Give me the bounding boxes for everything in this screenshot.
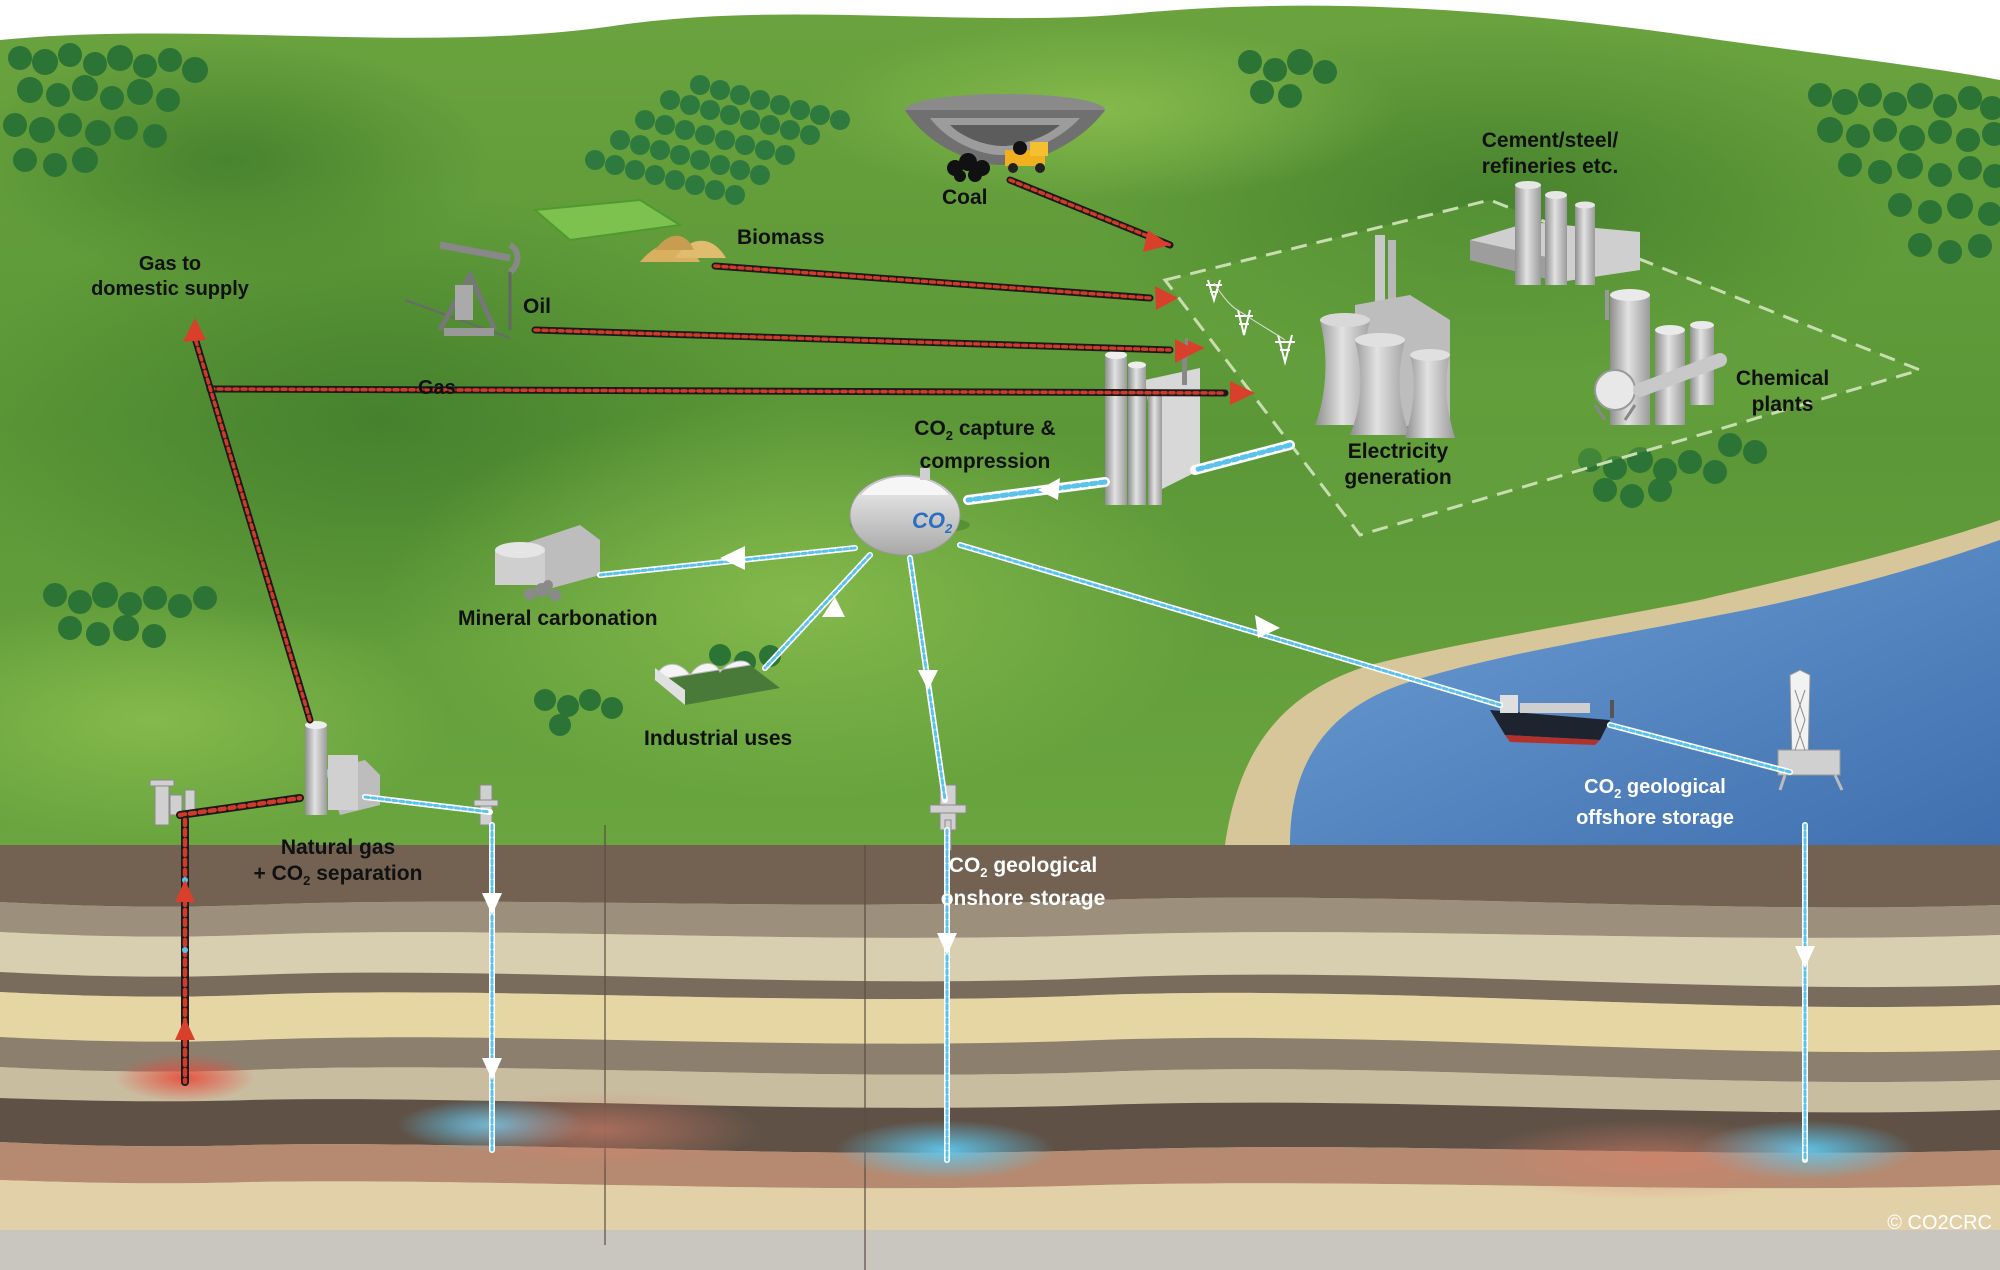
label-gas-to-domestic-line1: Gas to [138, 253, 202, 275]
mining-truck [1005, 141, 1048, 173]
co2-storage-tank [849, 468, 970, 556]
biomass-piles [640, 235, 726, 262]
tank-co2-mark: CO2 [912, 508, 953, 536]
label-cement-steel: Cement/steel/ refineries etc. [1445, 128, 1655, 180]
label-offshore-line2: offshore storage [1576, 807, 1734, 829]
label-industrial-uses: Industrial uses [644, 727, 793, 750]
co2-arrows [482, 478, 1815, 1080]
fossil-fuel-pipes [176, 176, 1229, 1086]
pink-halo-2 [1470, 1120, 1830, 1200]
label-natural-gas-separation: Natural gas + CO2 separation [238, 835, 438, 894]
coal-mine [905, 94, 1105, 182]
label-natural-gas-line2: + CO2 separation [253, 862, 423, 888]
label-capture-line1: CO2 capture & [914, 417, 1056, 443]
label-coal: Coal [942, 186, 988, 209]
label-offshore-storage: CO2 geological offshore storage [1550, 775, 1760, 831]
label-electricity-line1: Electricity [1347, 440, 1449, 463]
label-co2-capture: CO2 capture & compression [880, 416, 1090, 475]
gas-separation-plant [305, 721, 380, 815]
label-chemical-line2: plants [1751, 393, 1814, 416]
label-offshore-line1: CO2 geological [1584, 776, 1726, 801]
label-biomass: Biomass [737, 226, 825, 249]
label-electricity-line2: generation [1344, 466, 1452, 489]
trees [3, 43, 2000, 736]
power-pylons [1206, 279, 1295, 366]
greenhouse [654, 660, 780, 705]
copyright: © CO2CRC [1887, 1212, 1992, 1234]
label-chemical-line1: Chemical [1735, 367, 1830, 390]
cement-steel-refinery [1470, 181, 1640, 285]
oil-pumpjack [404, 241, 521, 339]
co2-ship [1490, 695, 1614, 745]
label-cement-line2: refineries etc. [1481, 155, 1619, 178]
power-station [1315, 235, 1455, 438]
mineral-carbonation-plant [495, 525, 600, 601]
label-onshore-line1: CO2 geological [948, 854, 1098, 880]
label-natural-gas-line1: Natural gas [280, 836, 396, 859]
industry-zone [1162, 198, 1925, 537]
label-chemical-plants: Chemical plants [1715, 366, 1850, 418]
offshore-platform [1777, 669, 1844, 791]
pink-halo-1 [440, 1090, 760, 1170]
label-capture-line2: compression [919, 450, 1051, 473]
co2-pipes [362, 440, 1808, 1163]
label-gas: Gas [418, 377, 456, 399]
label-gas-to-domestic-line2: domestic supply [91, 278, 249, 300]
label-onshore-line2: onshore storage [940, 887, 1106, 910]
capture-plant [1105, 338, 1205, 505]
label-gas-to-domestic: Gas to domestic supply [70, 252, 270, 302]
chemical-plant [1593, 289, 1727, 425]
crop-field [532, 198, 683, 242]
label-oil: Oil [523, 295, 552, 318]
label-mineral-carbonation: Mineral carbonation [458, 607, 658, 630]
hill-light-1 [380, 400, 1220, 800]
red-arrows [175, 230, 1255, 1040]
label-cement-line1: Cement/steel/ [1481, 129, 1619, 152]
label-electricity: Electricity generation [1318, 439, 1478, 491]
label-onshore-storage: CO2 geological onshore storage [918, 853, 1128, 912]
